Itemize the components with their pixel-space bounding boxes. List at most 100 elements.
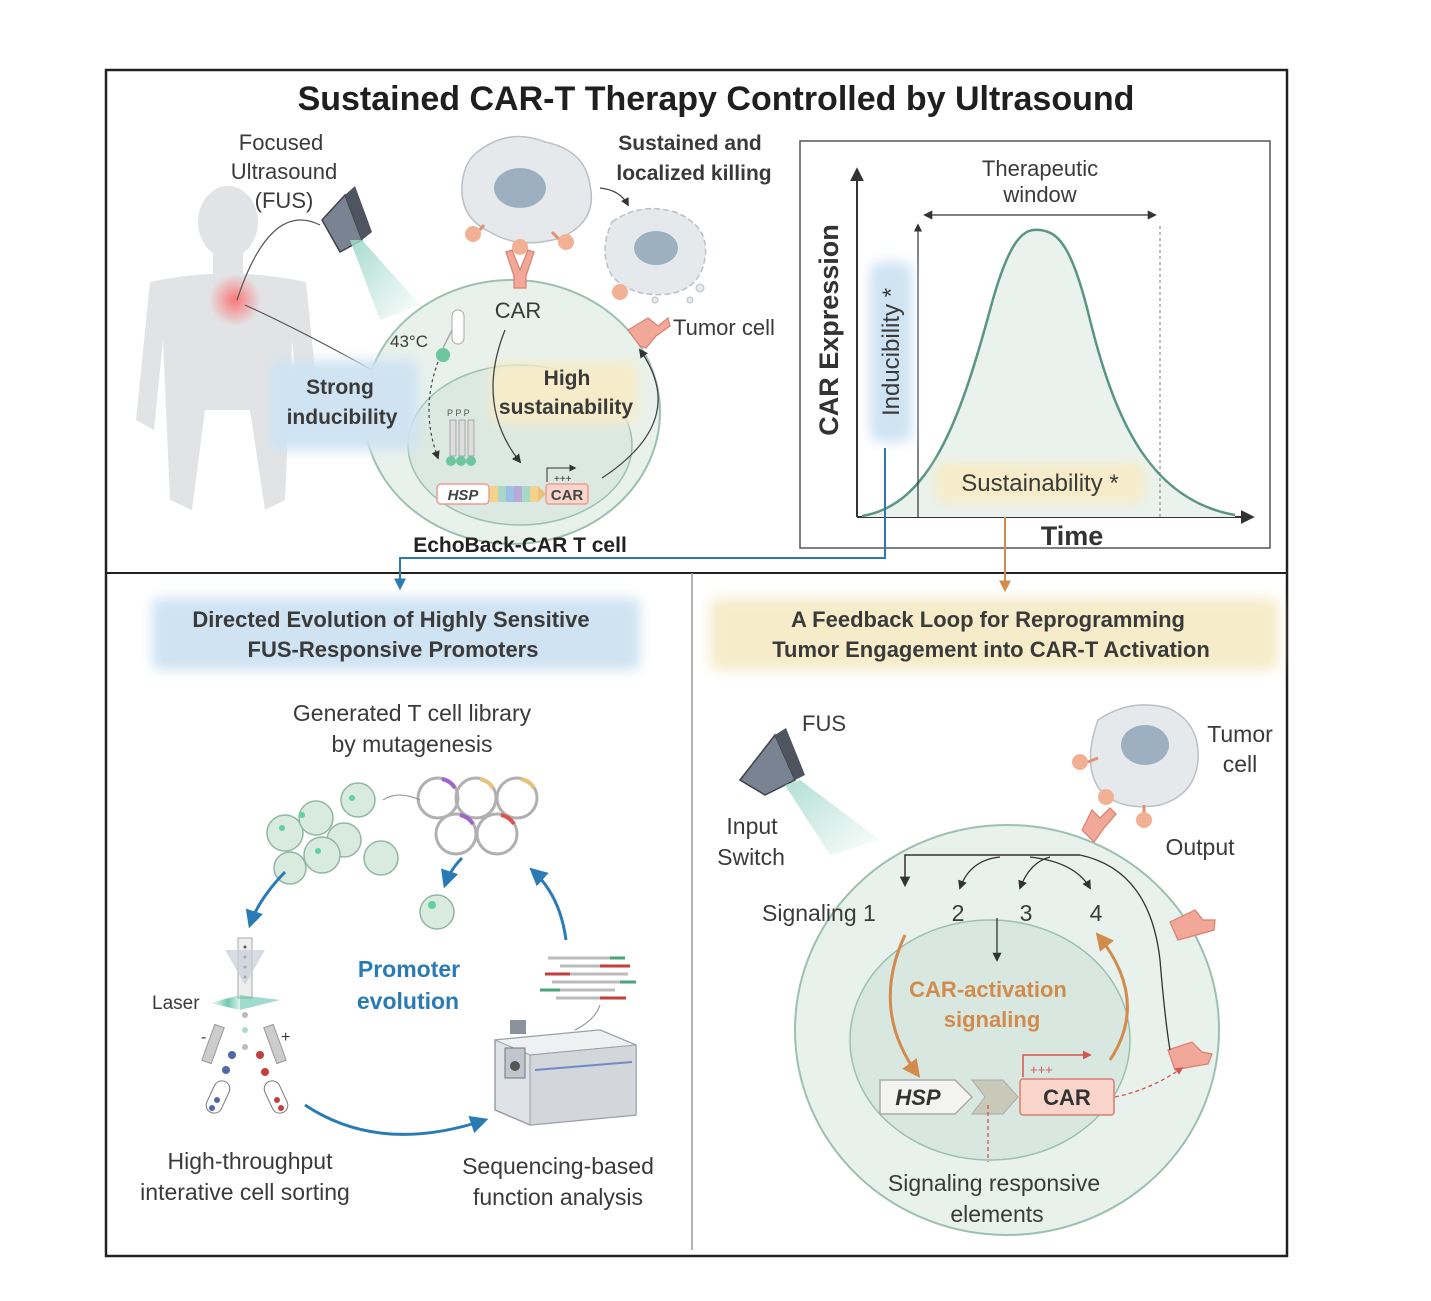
chart-y-label: CAR Expression: [814, 224, 844, 436]
expression-area: [862, 229, 1235, 518]
dying-tumor-cell-icon: [604, 207, 707, 304]
expression-curve: [861, 228, 1236, 518]
library-label-2: by mutagenesis: [331, 731, 492, 757]
sequencer-machine-icon: [494, 1020, 637, 1126]
fus-transducer-icon: [738, 728, 880, 855]
cycle-arrow-1: [245, 870, 287, 929]
strong-label-2: inducibility: [287, 406, 398, 429]
hsp-promoter-box: [436, 483, 490, 505]
sequencing-reads-icon: [540, 956, 636, 1000]
killing-label-1: Sustained and: [618, 132, 762, 155]
tumor-label-2: cell: [1223, 751, 1258, 777]
activation-label-1: CAR-activation: [909, 977, 1067, 1002]
hsf-dotted-arrow: [428, 361, 440, 460]
blue-connector-arrow: [394, 448, 886, 591]
sorting-label-2: interative cell sorting: [140, 1179, 350, 1205]
heat-sensor-icon: [436, 309, 465, 362]
outer-frame: [104, 68, 1289, 1258]
activation-label-2: signaling: [944, 1007, 1041, 1032]
membrane-car-icon: [627, 316, 671, 349]
t-cell-library-cluster: [266, 782, 399, 885]
directed-evolution-header-2: FUS-Responsive Promoters: [248, 637, 539, 662]
chart-x-label: Time: [1041, 521, 1104, 551]
fus-label: FUS: [802, 711, 846, 736]
sustainability-band: [935, 462, 1145, 504]
fus-label-2: Ultrasound: [231, 159, 337, 184]
strong-inducibility-band: [270, 360, 418, 450]
plasmid-inserts: [441, 777, 536, 826]
killing-label-2: localized killing: [616, 162, 771, 185]
evolution-label-1: Promoter: [358, 956, 460, 982]
tumor-cell-icon-2: [1072, 704, 1199, 828]
input-label-2: Switch: [717, 844, 785, 870]
high-label-2: sustainability: [499, 396, 634, 419]
signal-branch-1: [899, 854, 1080, 888]
car-label: CAR: [495, 298, 541, 323]
fus-target-line: [236, 219, 321, 301]
output-label: Output: [1165, 834, 1235, 860]
tumor-antigens: [465, 224, 574, 255]
cycle-arrow-plasmid: [441, 856, 464, 889]
plus-label: +: [281, 1029, 290, 1046]
directed-evolution-header-band: [152, 598, 640, 670]
figure-title: Sustained CAR-T Therapy Controlled by Ul…: [298, 80, 1135, 118]
library-label-1: Generated T cell library: [293, 700, 532, 726]
signal-branch-4: [1029, 856, 1091, 890]
signal-branch-2: [958, 856, 1001, 890]
car-gene-box-2: [1019, 1078, 1115, 1116]
minus-label: -: [201, 1029, 206, 1046]
window-label-1: Therapeutic: [982, 156, 1098, 181]
fus-label-3: (FUS): [255, 188, 314, 213]
cell-sorter-icon: [201, 937, 289, 1114]
elements-label-2: elements: [950, 1201, 1043, 1227]
car-gene-box: [545, 483, 589, 505]
feedback-loop-header-band: [710, 598, 1278, 670]
tumor-label-1: Tumor: [1207, 721, 1273, 747]
sustainability-label: Sustainability *: [961, 470, 1118, 497]
car-receptor-icon: [505, 249, 535, 289]
tumor-cell-icon: [461, 135, 593, 244]
svg-text:P P P: P P P: [447, 408, 470, 418]
svg-text:+++: +++: [1030, 1062, 1053, 1077]
car-signal-arrow: [492, 329, 522, 464]
car-receptor-engaged: [1081, 807, 1117, 843]
hsp-promoter-shape: [879, 1079, 974, 1115]
activation-arrow-up: [1095, 932, 1129, 1061]
signaling-1-label: Signaling 1: [762, 900, 876, 926]
high-label-1: High: [544, 367, 591, 390]
signaling-4-label: 4: [1090, 900, 1103, 926]
seq-label-1: Sequencing-based: [462, 1153, 654, 1179]
plasmid-library: [416, 776, 539, 856]
activation-arrow-down: [888, 934, 921, 1078]
inducibility-label: Inducibility *: [878, 288, 905, 416]
human-silhouette: [136, 186, 320, 510]
directed-evolution-header-1: Directed Evolution of Highly Sensitive: [192, 607, 589, 632]
feedback-gene-construct: HSP CAR +++: [879, 1050, 1184, 1162]
laser-label: Laser: [152, 993, 200, 1014]
temperature-label: 43°C: [390, 332, 428, 351]
hsp-label: HSP: [448, 487, 480, 504]
car-t-nucleus: [849, 919, 1131, 1161]
car-gene-label: CAR: [551, 487, 584, 504]
cycle-arrow-2: [304, 1103, 489, 1136]
tumor-glow: [209, 274, 261, 326]
selected-t-cell: [419, 894, 455, 930]
car-output-dashed-arrow: [1114, 1067, 1184, 1098]
panel-top-left: Focused Ultrasound (FUS) Strong inducibi…: [136, 130, 775, 557]
plasmid-to-cell-line: [382, 794, 421, 801]
hsp-label-2: HSP: [895, 1085, 941, 1110]
cycle-arrow-3: [529, 867, 568, 941]
feedback-arc-arrow: [601, 348, 659, 479]
signaling-2-label: 2: [952, 900, 965, 926]
seq-label-2: function analysis: [473, 1184, 643, 1210]
gene-construct: HSP CAR +++: [436, 464, 589, 505]
tumor-cell-label: Tumor cell: [673, 315, 775, 340]
killing-arrow: [599, 187, 629, 207]
panel-bottom-right: A Feedback Loop for Reprogramming Tumor …: [710, 598, 1278, 1236]
feedback-header-2: Tumor Engagement into CAR-T Activation: [772, 637, 1210, 662]
input-label-1: Input: [726, 813, 778, 839]
output-return-line: [1079, 854, 1171, 1051]
high-sustainability-band: [490, 362, 638, 424]
echoback-cell-label: EchoBack-CAR T cell: [413, 534, 627, 557]
